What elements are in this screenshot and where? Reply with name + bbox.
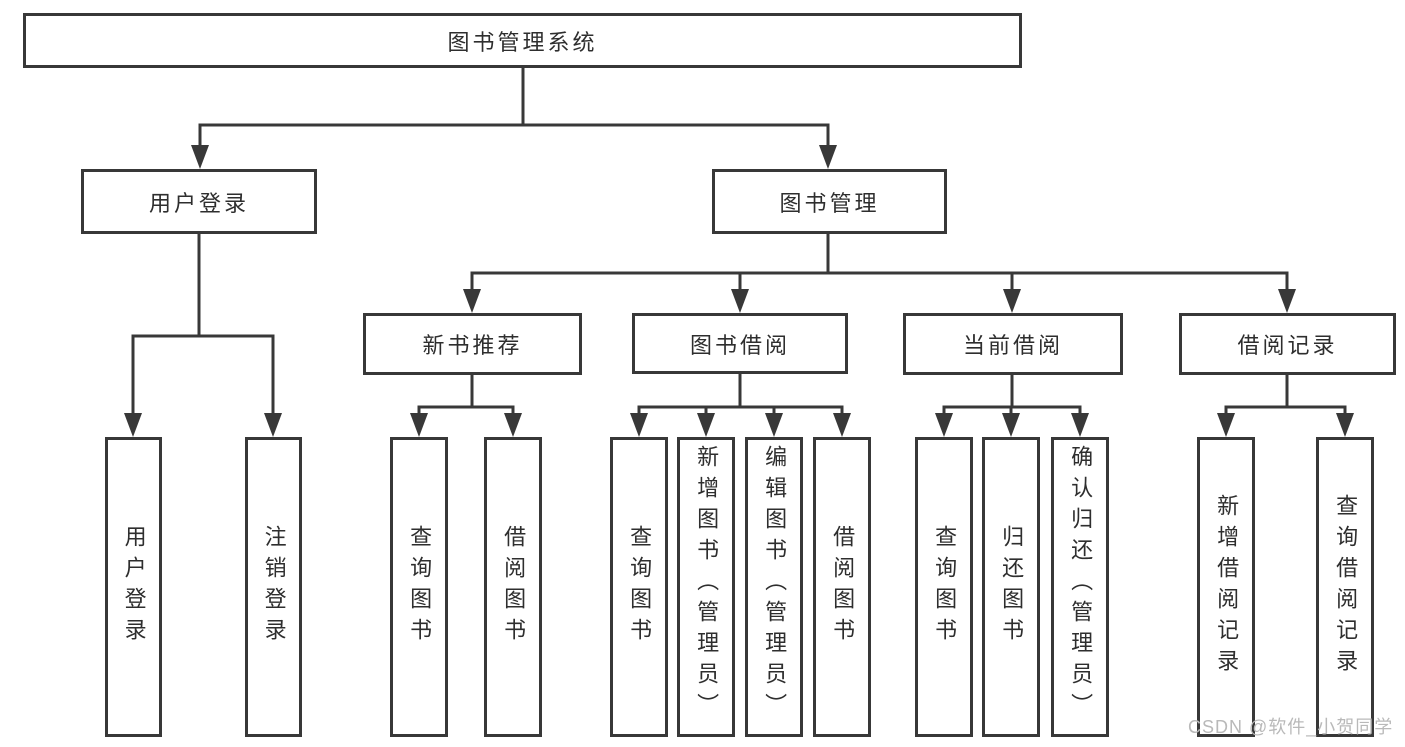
- leaf-current-query-books: 查询图书: [915, 437, 973, 737]
- leaf-records-add-record: 新增借阅记录: [1197, 437, 1255, 737]
- node-library-system-label: 图书管理系统: [447, 29, 598, 55]
- leaf-records-query-record: 查询借阅记录: [1316, 437, 1374, 737]
- node-new-book-recommend: 新书推荐: [363, 313, 582, 375]
- leaf-recommend-borrow-books: 借阅图书: [484, 437, 542, 737]
- leaf-current-confirm-return-admin-label: 确认归还（管理员）: [1068, 445, 1094, 724]
- leaf-user-login: 用户登录: [105, 437, 162, 737]
- leaf-user-login-label: 用户登录: [121, 525, 147, 649]
- leaf-borrowing-edit-books-admin: 编辑图书（管理员）: [745, 437, 803, 737]
- leaf-current-confirm-return-admin: 确认归还（管理员）: [1051, 437, 1109, 737]
- leaf-borrowing-query-books-label: 查询图书: [627, 525, 653, 649]
- leaf-borrowing-add-books-admin: 新增图书（管理员）: [677, 437, 735, 737]
- node-book-borrowing: 图书借阅: [632, 313, 848, 374]
- node-user-login: 用户登录: [81, 169, 317, 234]
- node-new-book-recommend-label: 新书推荐: [422, 333, 523, 358]
- leaf-recommend-query-books-label: 查询图书: [407, 525, 433, 649]
- leaf-current-return-books: 归还图书: [982, 437, 1040, 737]
- node-current-borrowing-label: 当前借阅: [962, 333, 1063, 358]
- leaf-records-query-record-label: 查询借阅记录: [1333, 494, 1359, 680]
- leaf-logout-label: 注销登录: [261, 525, 287, 649]
- node-book-management: 图书管理: [712, 169, 947, 234]
- leaf-records-add-record-label: 新增借阅记录: [1214, 494, 1240, 680]
- node-library-system: 图书管理系统: [23, 13, 1022, 68]
- leaf-borrowing-borrow-books-label: 借阅图书: [830, 525, 856, 649]
- node-book-borrowing-label: 图书借阅: [689, 332, 790, 358]
- leaf-logout: 注销登录: [245, 437, 302, 737]
- leaf-borrowing-query-books: 查询图书: [610, 437, 668, 737]
- leaf-current-return-books-label: 归还图书: [999, 525, 1025, 649]
- node-borrow-records: 借阅记录: [1179, 313, 1396, 375]
- leaf-recommend-query-books: 查询图书: [390, 437, 448, 737]
- leaf-recommend-borrow-books-label: 借阅图书: [501, 525, 527, 649]
- node-user-login-label: 用户登录: [148, 190, 249, 216]
- leaf-borrowing-add-books-admin-label: 新增图书（管理员）: [694, 445, 720, 724]
- csdn-watermark: CSDN @软件_小贺同学: [1188, 717, 1394, 737]
- leaf-current-query-books-label: 查询图书: [932, 525, 958, 649]
- node-borrow-records-label: 借阅记录: [1237, 333, 1338, 358]
- node-current-borrowing: 当前借阅: [903, 313, 1123, 375]
- leaf-borrowing-edit-books-admin-label: 编辑图书（管理员）: [762, 445, 788, 724]
- node-book-management-label: 图书管理: [779, 190, 880, 216]
- leaf-borrowing-borrow-books: 借阅图书: [813, 437, 871, 737]
